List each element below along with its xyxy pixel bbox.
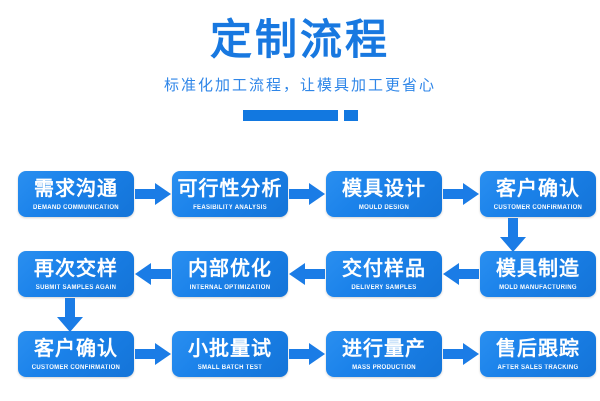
flow-step-label-en: MASS PRODUCTION — [352, 364, 416, 371]
page-title: 定制流程 — [209, 16, 390, 63]
flow-step-customer-confirmation-2[interactable]: 客户确认 CUSTOMER CONFIRMATION — [18, 331, 134, 377]
flow-step-label-cn: 小批量试 — [188, 337, 272, 360]
page-subtitle: 标准化加工流程，让模具加工更省心 — [163, 77, 436, 94]
arrow-right-icon — [288, 181, 326, 207]
flow-step-label-cn: 模具设计 — [342, 177, 426, 200]
flow-step-label-en: CUSTOMER CONFIRMATION — [31, 364, 121, 371]
arrow-right-icon — [442, 341, 480, 367]
flow-step-label-en: AFTER SALES TRACKING — [497, 364, 579, 371]
connector-row2-to-row3 — [57, 298, 83, 332]
divider-bar — [242, 110, 338, 121]
flow-step-label-cn: 售后跟踪 — [496, 337, 580, 360]
flow-step-customer-confirmation-1[interactable]: 客户确认 CUSTOMER CONFIRMATION — [480, 171, 596, 217]
flow-step-mold-manufacturing[interactable]: 模具制造 MOLD MANUFACTURING — [480, 251, 596, 297]
flow-step-mass-production[interactable]: 进行量产 MASS PRODUCTION — [326, 331, 442, 377]
flow-row-3: 客户确认 CUSTOMER CONFIRMATION 小批量试 SMALL BA… — [0, 330, 600, 378]
divider-square — [343, 110, 358, 121]
flow-step-label-cn: 客户确认 — [34, 337, 118, 360]
flow-step-label-en: SMALL BATCH TEST — [197, 364, 263, 371]
flow-step-label-en: DELIVERY SAMPLES — [351, 284, 417, 291]
flow-step-label-cn: 再次交样 — [34, 257, 118, 280]
flow-step-internal-optimization[interactable]: 内部优化 INTERNAL OPTIMIZATION — [172, 251, 288, 297]
arrow-left-icon — [442, 261, 480, 287]
header: 定制流程 标准化加工流程，让模具加工更省心 — [0, 0, 600, 121]
flow-step-mould-design[interactable]: 模具设计 MOULD DESIGN — [326, 171, 442, 217]
flow-step-label-cn: 进行量产 — [342, 337, 426, 360]
flow-step-demand-communication[interactable]: 需求沟通 DEMAND COMMUNICATION — [18, 171, 134, 217]
connector-row1-to-row2 — [500, 218, 526, 252]
arrow-right-icon — [442, 181, 480, 207]
flow-row-2: 再次交样 SUBMIT SAMPLES AGAIN 内部优化 INTERNAL … — [0, 250, 600, 298]
arrow-right-icon — [134, 341, 172, 367]
flow-step-label-en: INTERNAL OPTIMIZATION — [189, 284, 271, 291]
flow-step-label-cn: 客户确认 — [496, 177, 580, 200]
flow-step-after-sales-tracking[interactable]: 售后跟踪 AFTER SALES TRACKING — [480, 331, 596, 377]
flow-step-small-batch-test[interactable]: 小批量试 SMALL BATCH TEST — [172, 331, 288, 377]
flow-row-1: 需求沟通 DEMAND COMMUNICATION 可行性分析 FEASIBIL… — [0, 170, 600, 218]
flow-step-label-en: MOULD DESIGN — [358, 204, 410, 211]
process-flowchart: 需求沟通 DEMAND COMMUNICATION 可行性分析 FEASIBIL… — [0, 158, 600, 401]
flow-step-label-cn: 需求沟通 — [34, 177, 118, 200]
arrow-right-icon — [134, 181, 172, 207]
flow-step-label-cn: 可行性分析 — [177, 177, 283, 200]
flow-step-submit-samples-again[interactable]: 再次交样 SUBMIT SAMPLES AGAIN — [18, 251, 134, 297]
header-divider — [0, 110, 600, 121]
arrow-left-icon — [288, 261, 326, 287]
flow-step-label-en: CUSTOMER CONFIRMATION — [493, 204, 583, 211]
flow-step-label-en: FEASIBILITY ANALYSIS — [193, 204, 267, 211]
flow-step-delivery-samples[interactable]: 交付样品 DELIVERY SAMPLES — [326, 251, 442, 297]
flow-step-label-en: MOLD MANUFACTURING — [499, 284, 577, 291]
flow-step-label-en: DEMAND COMMUNICATION — [33, 204, 119, 211]
flow-step-label-cn: 模具制造 — [496, 257, 580, 280]
flow-step-label-cn: 交付样品 — [342, 257, 426, 280]
flow-step-label-cn: 内部优化 — [188, 257, 272, 280]
arrow-left-icon — [134, 261, 172, 287]
arrow-right-icon — [288, 341, 326, 367]
flow-step-feasibility-analysis[interactable]: 可行性分析 FEASIBILITY ANALYSIS — [172, 171, 288, 217]
flow-step-label-en: SUBMIT SAMPLES AGAIN — [35, 284, 117, 291]
